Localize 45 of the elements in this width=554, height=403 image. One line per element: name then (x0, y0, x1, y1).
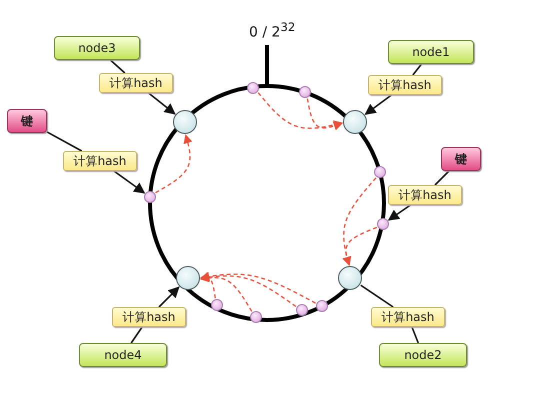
hash-point (377, 218, 389, 230)
hash-point (316, 300, 328, 312)
hash-point (250, 311, 262, 323)
arrow (388, 204, 411, 221)
hash-step-box: 计算hash (99, 73, 173, 93)
server-box: node2 (379, 343, 467, 367)
server-circle (338, 266, 362, 290)
hash-step-box: 计算hash (368, 75, 442, 95)
range-label: 0 / 2$^{32}$ (249, 20, 296, 41)
dashed-arrow (258, 92, 343, 130)
connector-line (130, 326, 143, 344)
hash-point (299, 86, 311, 98)
connector-line (411, 326, 419, 344)
server-box: node1 (388, 40, 474, 64)
connector-line (412, 64, 422, 76)
hash-point (211, 299, 223, 311)
connector-line (434, 170, 450, 186)
hash-step-box: 计算hash (371, 307, 445, 327)
server-circle (176, 266, 200, 290)
connector-line (110, 59, 126, 74)
hash-step-box: 计算hash (63, 151, 137, 171)
key-box: 键 (441, 147, 481, 171)
arrow (113, 170, 146, 194)
arrow (158, 286, 180, 308)
hash-step-box: 计算hash (388, 185, 462, 205)
server-circle (343, 110, 367, 134)
arrow (364, 94, 392, 115)
hash-point (247, 82, 259, 94)
server-circle (173, 110, 197, 134)
connector-line (46, 131, 82, 152)
key-box: 键 (7, 109, 47, 133)
dashed-arrow (306, 98, 343, 130)
hash-point (144, 191, 156, 203)
hash-step-box: 计算hash (112, 307, 186, 327)
hash-point (296, 304, 308, 316)
server-box: node4 (79, 343, 167, 367)
dashed-arrow (342, 177, 377, 266)
dashed-arrow (342, 226, 378, 266)
dashed-arrow (200, 272, 296, 308)
arrow (148, 92, 176, 115)
connector-line (360, 284, 394, 308)
server-box: node3 (54, 36, 140, 60)
dashed-arrow (200, 272, 316, 304)
dashed-arrow (155, 134, 192, 194)
hash-point (374, 166, 386, 178)
